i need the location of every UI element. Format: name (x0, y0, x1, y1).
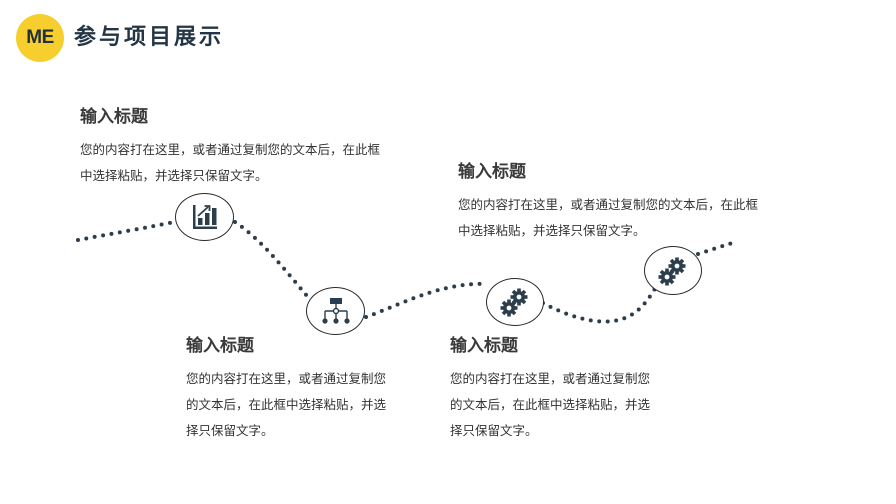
logo-badge: ME (16, 14, 64, 62)
item-title: 输入标题 (80, 107, 148, 127)
node-hierarchy (306, 287, 365, 335)
item-body: 您的内容打在这里，或者通过复制您的文本后，在此框中选择粘贴，并选择只保留文字。 (450, 371, 651, 438)
item-body: 您的内容打在这里，或者通过复制您的文本后，在此框中选择粘贴，并选择只保留文字。 (186, 371, 387, 438)
gears-icon (500, 288, 528, 317)
node-gears-1 (486, 278, 544, 326)
gears-icon (658, 257, 686, 285)
item-title: 输入标题 (458, 162, 526, 182)
item-title: 输入标题 (186, 336, 254, 356)
item-title: 输入标题 (450, 336, 518, 356)
item-block-2: 输入标题 您的内容打在这里，或者通过复制您的文本后，在此框中选择粘贴，并选择只保… (186, 334, 396, 444)
page-title: 参与项目展示 (74, 25, 225, 50)
item-block-1: 输入标题 您的内容打在这里，或者通过复制您的文本后，在此框中选择粘贴，并选择只保… (80, 105, 390, 189)
node-gears-2 (644, 246, 702, 295)
badge-text: ME (26, 27, 54, 48)
item-block-3: 输入标题 您的内容打在这里，或者通过复制您的文本后，在此框中选择粘贴，并选择只保… (450, 334, 660, 444)
item-block-4: 输入标题 您的内容打在这里，或者通过复制您的文本后，在此框中选择粘贴，并选择只保… (458, 160, 768, 244)
bar-chart-growth-icon (192, 205, 217, 229)
item-body: 您的内容打在这里，或者通过复制您的文本后，在此框中选择粘贴，并选择只保留文字。 (80, 142, 381, 183)
org-chart-icon (321, 298, 350, 324)
node-chart (175, 193, 234, 241)
item-body: 您的内容打在这里，或者通过复制您的文本后，在此框中选择粘贴，并选择只保留文字。 (458, 197, 759, 238)
